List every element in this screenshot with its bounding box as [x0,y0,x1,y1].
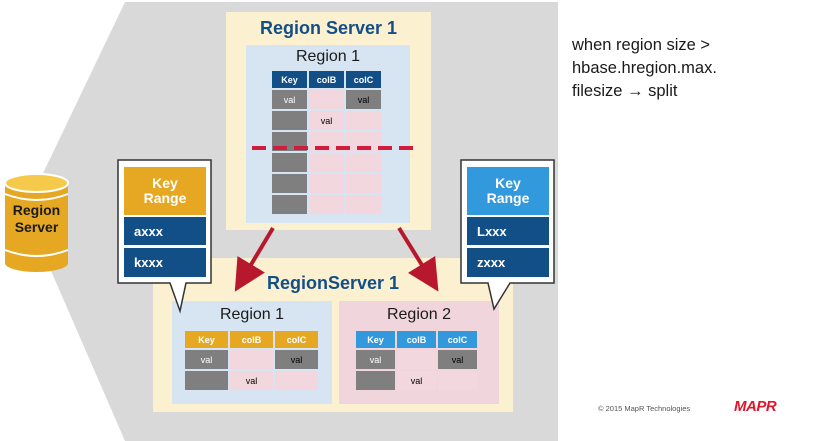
table-cell [346,111,381,130]
database-label: Region Server [5,202,68,236]
key-range-left-value-1: axxx [124,217,206,245]
table-cell [309,90,344,109]
database-icon [4,173,69,272]
table-cell [346,153,381,172]
database-label-line1: Region [12,202,61,218]
table-header-colb: colB [230,331,273,348]
table-cell [438,371,477,390]
table-cell: val [346,90,381,109]
bottom-region-server-title: RegionServer 1 [266,273,400,293]
table-cell [346,132,381,151]
table-cell: val [272,90,307,109]
table-header-colc: colC [275,331,318,348]
table-cell [397,350,436,369]
top-region-1-title: Region 1 [295,48,361,65]
table-cell [272,195,307,214]
table-header-colc: colC [438,331,477,348]
bottom-region-1-title: Region 1 [219,306,285,323]
table-cell [309,153,344,172]
table-cell [356,371,395,390]
table-cell [272,132,307,151]
table-cell [346,174,381,193]
table-cell: val [397,371,436,390]
table-cell [185,371,228,390]
table-cell [275,371,318,390]
table-cell: val [309,111,344,130]
table-header-colc: colC [346,71,381,88]
table-cell [272,174,307,193]
table-cell [230,350,273,369]
bottom-region-2-title: Region 2 [386,306,452,323]
table-header-key: Key [185,331,228,348]
table-cell: val [185,350,228,369]
top-region-server-title: Region Server 1 [259,18,398,38]
table-cell: val [438,350,477,369]
mapr-logo: MAPR [734,398,777,415]
note-line-1: when region size > [572,36,711,54]
table-cell: val [356,350,395,369]
table-header-colb: colB [309,71,344,88]
table-cell [272,153,307,172]
note-line-2: hbase.hregion.max. [572,59,717,77]
table-header-key: Key [272,71,307,88]
database-label-line2: Server [14,219,59,235]
table-header-colb: colB [397,331,436,348]
key-range-left-value-2: kxxx [124,248,206,277]
note-line-3: filesize → split [572,82,678,100]
footer-copyright: © 2015 MapR Technologies [598,404,691,413]
table-cell [309,174,344,193]
table-cell [272,111,307,130]
table-header-key: Key [356,331,395,348]
table-cell: val [275,350,318,369]
table-cell: val [230,371,273,390]
split-rule-note: when region size > hbase.hregion.max. fi… [572,34,717,103]
key-range-right-value-1: Lxxx [467,217,549,245]
key-range-right-value-2: zxxx [467,248,549,277]
table-cell [346,195,381,214]
table-cell [309,195,344,214]
table-cell [309,132,344,151]
